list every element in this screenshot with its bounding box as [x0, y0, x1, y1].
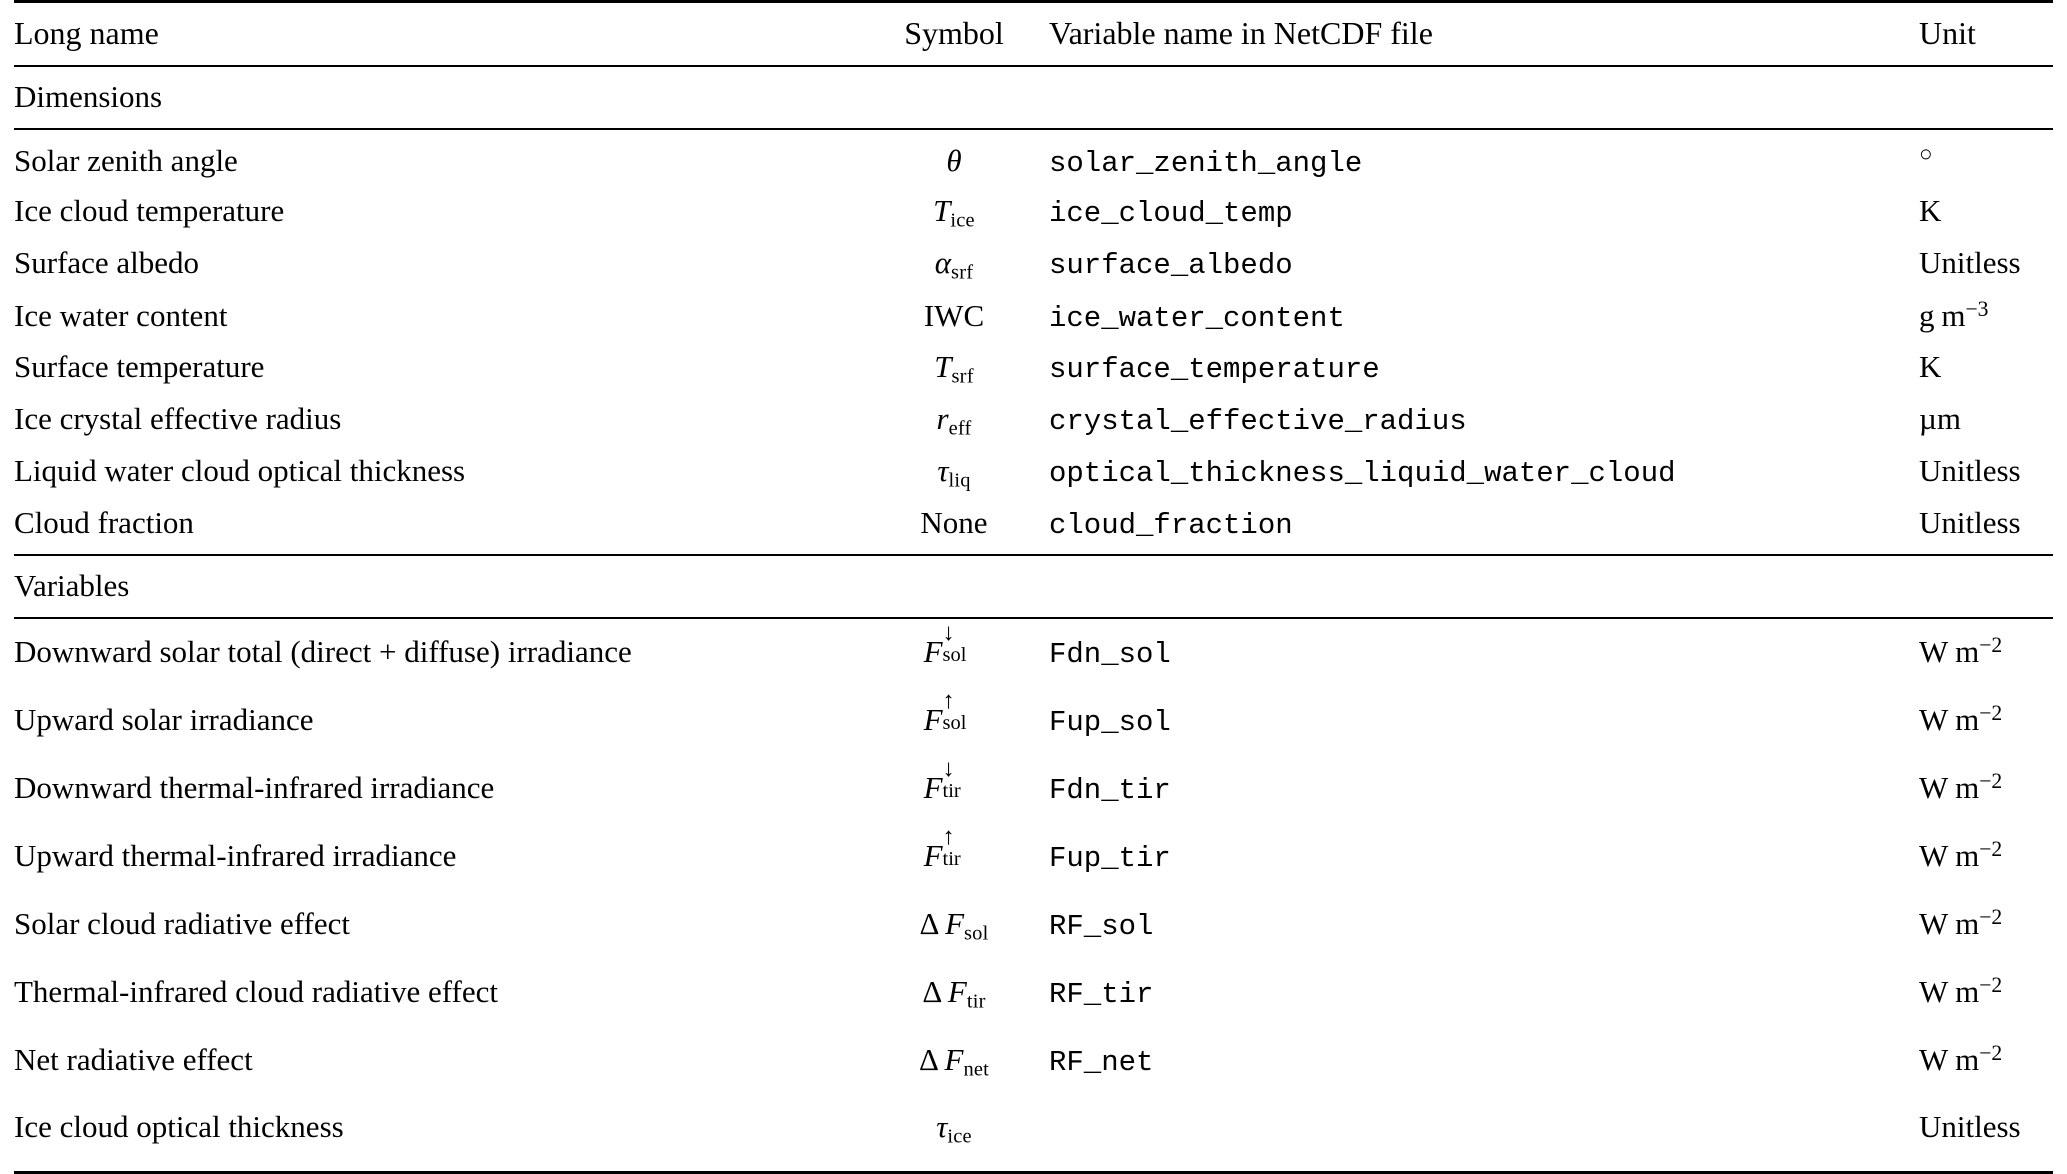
cell-variable-name: cloud_fraction — [1049, 502, 1919, 555]
cell-long-name: Surface temperature — [14, 346, 859, 398]
cell-variable-name — [1049, 1103, 1919, 1173]
cell-symbol: τice — [859, 1103, 1049, 1173]
section-title-dimensions: Dimensions — [14, 67, 2053, 129]
cell-variable-name: Fdn_tir — [1049, 763, 1919, 831]
table-row: Liquid water cloud optical thickness τli… — [14, 450, 2053, 502]
table-header-row: Long name Symbol Variable name in NetCDF… — [14, 3, 2053, 66]
table-row: Thermal-infrared cloud radiative effect … — [14, 967, 2053, 1035]
cell-long-name: Ice water content — [14, 294, 859, 346]
cell-symbol: reff — [859, 398, 1049, 450]
table-row: Surface albedo αsrf surface_albedo Unitl… — [14, 242, 2053, 294]
table-row: Ice crystal effective radius reff crysta… — [14, 398, 2053, 450]
table-row: Downward solar total (direct + diffuse) … — [14, 619, 2053, 695]
table-sheet: Long name Symbol Variable name in NetCDF… — [0, 0, 2067, 1087]
column-header-long-name: Long name — [14, 3, 859, 66]
column-header-symbol: Symbol — [859, 3, 1049, 66]
cell-long-name: Ice cloud optical thickness — [14, 1103, 859, 1173]
column-header-unit: Unit — [1919, 3, 2053, 66]
table-row: Surface temperature Tsrf surface_tempera… — [14, 346, 2053, 398]
cell-variable-name: Fup_tir — [1049, 831, 1919, 899]
cell-symbol: IWC — [859, 294, 1049, 346]
cell-variable-name: ice_water_content — [1049, 294, 1919, 346]
cell-variable-name: ice_cloud_temp — [1049, 190, 1919, 242]
cell-variable-name: surface_temperature — [1049, 346, 1919, 398]
cell-long-name: Net radiative effect — [14, 1035, 859, 1103]
section-title-row-dimensions: Dimensions — [14, 67, 2053, 129]
cell-symbol: Tice — [859, 190, 1049, 242]
cell-long-name: Upward thermal-infrared irradiance — [14, 831, 859, 899]
table-row: Solar zenith angle θ solar_zenith_angle … — [14, 130, 2053, 190]
cell-variable-name: solar_zenith_angle — [1049, 130, 1919, 190]
table-row: Downward thermal-infrared irradiance F↓t… — [14, 763, 2053, 831]
cell-long-name: Ice crystal effective radius — [14, 398, 859, 450]
cell-variable-name: RF_sol — [1049, 899, 1919, 967]
cell-unit: µm — [1919, 398, 2053, 450]
cell-long-name: Cloud fraction — [14, 502, 859, 555]
cell-unit: K — [1919, 346, 2053, 398]
cell-long-name: Solar zenith angle — [14, 130, 859, 190]
cell-unit: Unitless — [1919, 1103, 2053, 1173]
cell-long-name: Thermal-infrared cloud radiative effect — [14, 967, 859, 1035]
cell-unit: Unitless — [1919, 450, 2053, 502]
cell-symbol: F↓tir — [859, 763, 1049, 831]
cell-symbol: τliq — [859, 450, 1049, 502]
column-header-variable-name: Variable name in NetCDF file — [1049, 3, 1919, 66]
table-row: Cloud fraction None cloud_fraction Unitl… — [14, 502, 2053, 555]
cell-variable-name: RF_tir — [1049, 967, 1919, 1035]
cell-variable-name: Fup_sol — [1049, 695, 1919, 763]
cell-symbol: None — [859, 502, 1049, 555]
cell-unit: Unitless — [1919, 242, 2053, 294]
cell-long-name: Ice cloud temperature — [14, 190, 859, 242]
cell-variable-name: RF_net — [1049, 1035, 1919, 1103]
cell-long-name: Surface albedo — [14, 242, 859, 294]
cell-unit: K — [1919, 190, 2053, 242]
cell-long-name: Downward solar total (direct + diffuse) … — [14, 619, 859, 695]
cell-variable-name: surface_albedo — [1049, 242, 1919, 294]
cell-long-name: Solar cloud radiative effect — [14, 899, 859, 967]
cell-variable-name: crystal_effective_radius — [1049, 398, 1919, 450]
cell-variable-name: optical_thickness_liquid_water_cloud — [1049, 450, 1919, 502]
cell-symbol: αsrf — [859, 242, 1049, 294]
table-row: Upward thermal-infrared irradiance F↑tir… — [14, 831, 2053, 899]
cell-symbol: Tsrf — [859, 346, 1049, 398]
table-body: Long name Symbol Variable name in NetCDF… — [14, 2, 2053, 1174]
section-title-row-variables: Variables — [14, 556, 2053, 618]
cell-long-name: Upward solar irradiance — [14, 695, 859, 763]
cell-symbol: F↓sol — [859, 619, 1049, 695]
table-row: Ice water content IWC ice_water_content … — [14, 294, 2053, 346]
section-title-variables: Variables — [14, 556, 2053, 618]
table-row: Ice cloud optical thickness τice Unitles… — [14, 1103, 2053, 1173]
cell-symbol: F↑tir — [859, 831, 1049, 899]
variable-definition-table: Long name Symbol Variable name in NetCDF… — [14, 0, 2053, 1174]
cell-long-name: Liquid water cloud optical thickness — [14, 450, 859, 502]
cell-unit: Unitless — [1919, 502, 2053, 555]
cell-long-name: Downward thermal-infrared irradiance — [14, 763, 859, 831]
table-row: Ice cloud temperature Tice ice_cloud_tem… — [14, 190, 2053, 242]
cell-symbol: F↑sol — [859, 695, 1049, 763]
cell-symbol: θ — [859, 130, 1049, 190]
cell-variable-name: Fdn_sol — [1049, 619, 1919, 695]
cell-unit: ○ — [1919, 130, 2053, 190]
